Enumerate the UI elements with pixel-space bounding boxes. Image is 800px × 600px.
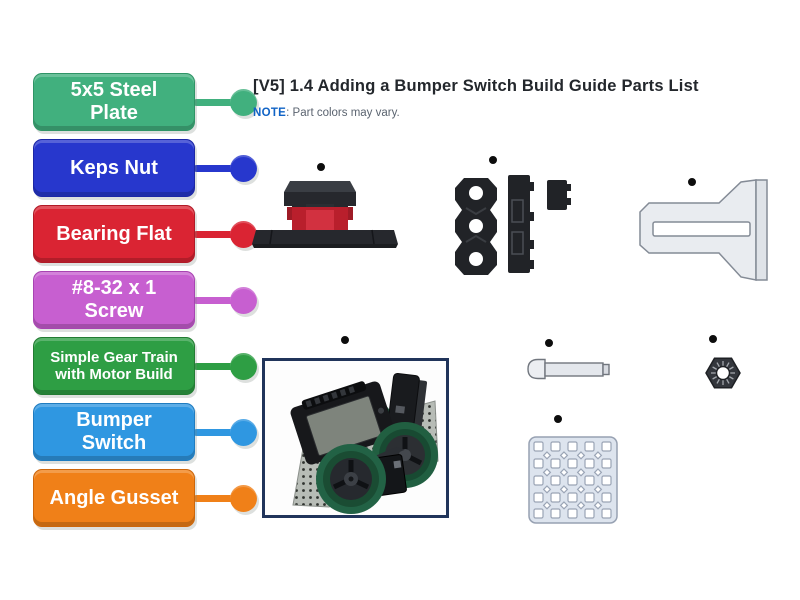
label-bumper-switch[interactable]: Bumper Switch [33, 403, 257, 461]
bumper-switch-image [252, 181, 398, 248]
bearing-flat-image [455, 175, 571, 275]
label-text: Simple Gear Train with Motor Build [50, 348, 178, 383]
connector-dot [230, 485, 257, 512]
gear-train-build-drawing [290, 372, 439, 514]
label-angle-gusset[interactable]: Angle Gusset [33, 469, 257, 527]
connector-dot [230, 155, 257, 182]
connector-dot [230, 89, 257, 116]
label-text: 5x5 Steel Plate [70, 79, 158, 124]
label-text: Bearing Flat [56, 222, 172, 245]
label-keps-nut[interactable]: Keps Nut [33, 139, 257, 197]
gear-train-build-image [262, 358, 449, 518]
connector-stem [193, 428, 247, 436]
target-ring-screw[interactable] [545, 339, 553, 347]
label-8-32-screw[interactable]: #8-32 x 1 Screw [33, 271, 257, 329]
target-ring-bumper-switch[interactable] [317, 163, 325, 171]
keps-nut-image [705, 357, 741, 389]
target-ring-angle-gusset[interactable] [688, 178, 696, 186]
label-text: Keps Nut [70, 156, 158, 179]
connector-stem [193, 230, 247, 238]
connector-dot [230, 353, 257, 380]
page-title: [V5] 1.4 Adding a Bumper Switch Build Gu… [253, 77, 699, 95]
label-simple-gear-train[interactable]: Simple Gear Train with Motor Build [33, 337, 257, 395]
connector-stem [193, 296, 247, 304]
label-bearing-flat[interactable]: Bearing Flat [33, 205, 257, 263]
label-text: Bumper Switch [76, 409, 152, 454]
target-ring-steel-plate[interactable] [554, 415, 562, 423]
target-ring-gear-train-build[interactable] [341, 336, 349, 344]
target-ring-bearing-flat[interactable] [489, 156, 497, 164]
connector-stem [193, 362, 247, 370]
label-text: Angle Gusset [49, 486, 179, 509]
screw-image [527, 358, 610, 380]
label-5x5-steel-plate[interactable]: 5x5 Steel Plate [33, 73, 257, 131]
label-text: #8-32 x 1 Screw [71, 277, 157, 322]
connector-stem [193, 164, 247, 172]
connector-stem [193, 98, 247, 106]
target-ring-keps-nut[interactable] [709, 335, 717, 343]
steel-plate-image [528, 436, 618, 524]
note-line: NOTE: Part colors may vary. [253, 107, 400, 119]
note-text: : Part colors may vary. [286, 107, 400, 119]
angle-gusset-image [639, 179, 768, 281]
connector-dot [230, 419, 257, 446]
connector-stem [193, 494, 247, 502]
note-label: NOTE [253, 107, 287, 119]
connector-dot [230, 287, 257, 314]
